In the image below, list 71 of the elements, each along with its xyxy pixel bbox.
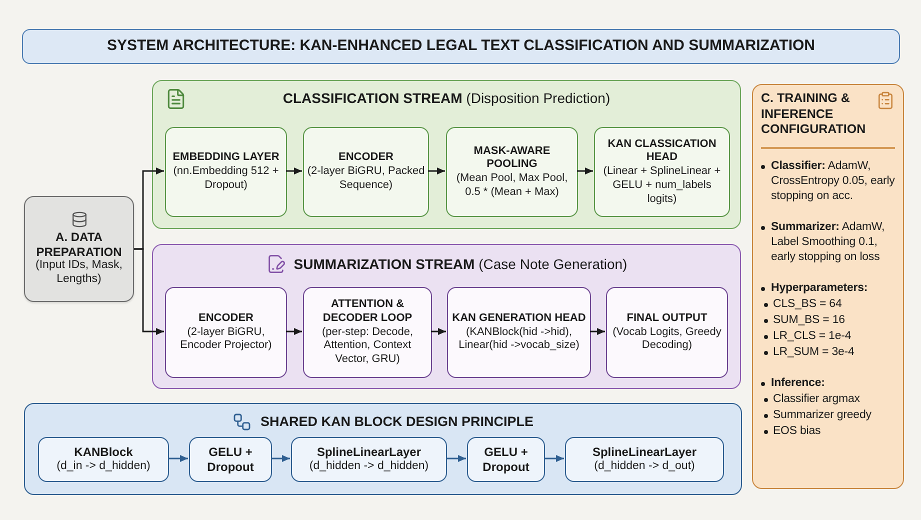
arrow [428, 168, 445, 174]
box-title: KANBlock [74, 445, 133, 460]
box-title: GELU + Dropout [482, 445, 530, 474]
panel-heading: SUMMARIZATION STREAM (Case Note Generation) [294, 256, 628, 272]
box-title: ENCODER [198, 312, 254, 326]
process-box [24, 196, 134, 302]
box-description: (d_hidden -> d_hidden) [309, 460, 429, 474]
box-title: A. DATA PREPARATION [35, 230, 123, 260]
box-title: ENCODER [338, 151, 394, 166]
box-title: KAN CLASSICATION HEAD [606, 138, 718, 166]
box-description: (Input IDs, Mask, Lengths) [34, 259, 124, 287]
process-box [467, 437, 545, 482]
list-item: LR_CLS = 1e-4 [773, 328, 852, 344]
design-panel [24, 403, 742, 495]
arrow [286, 168, 302, 174]
box-description: (per-step: Decode, Attention, Context Vector, GRU) [320, 326, 414, 367]
process-box [594, 127, 730, 217]
list-item: LR_SUM = 3e-4 [773, 344, 856, 360]
process-box [447, 287, 591, 378]
list-item: EOS bias [773, 424, 822, 439]
config-item: Classifier: AdamW, CrossEntropy 0.05, early stopping on acc. [771, 158, 895, 204]
panel-heading: CLASSIFICATION STREAM (Disposition Prediction) [282, 90, 610, 107]
config-item: Summarizer: AdamW, Label Smoothing 0.1, early stopping on loss [771, 220, 886, 265]
box-description: (Linear + SplineLinear + GELU + num_labels logits) [602, 165, 722, 206]
stream-panel [152, 80, 741, 229]
box-description: (d_hidden -> d_out) [594, 460, 695, 474]
box-title: EMBEDDING LAYER [172, 151, 280, 166]
box-title: SplineLinearLayer [316, 445, 422, 460]
process-box [165, 287, 287, 378]
process-box [606, 287, 728, 378]
arrow [577, 168, 593, 174]
box-description: (d_in -> d_hidden) [56, 460, 150, 474]
arrow [134, 248, 164, 335]
process-box [165, 127, 287, 217]
process-box [291, 437, 447, 482]
panel-heading: C. TRAINING & INFERENCE CONFIGURATION [761, 91, 867, 138]
box-title: SplineLinearLayer [592, 445, 697, 460]
stream-panel [152, 244, 741, 389]
box-title: KAN GENERATION HEAD [452, 312, 586, 326]
process-box [189, 437, 272, 482]
arrow [544, 455, 564, 462]
process-box [38, 437, 169, 482]
process-box [565, 437, 724, 482]
list-item: Classifier argmax [773, 392, 861, 407]
config-panel [752, 84, 904, 489]
box-description: (Mean Pool, Max Pool, 0.5 * (Mean + Max) [455, 172, 569, 200]
arrow [431, 328, 446, 335]
config-item: Hyperparameters: [771, 280, 869, 296]
box-description: (nn.Embedding 512 + Dropout) [172, 165, 280, 193]
config-item: Inference: [771, 376, 826, 391]
box-title: MASK-AWARE POOLING [472, 144, 552, 172]
process-box [446, 127, 578, 217]
list-item: Summarizer greedy [773, 408, 872, 423]
arrow [168, 455, 188, 462]
title-banner: SYSTEM ARCHITECTURE: KAN-ENHANCED LEGAL TEXT CLASSIFICATION AND SUMMARIZATION [22, 29, 900, 64]
box-title: FINAL OUTPUT [626, 312, 708, 326]
box-description: (Vocab Logits, Greedy Decoding) [612, 326, 722, 354]
arrow [286, 328, 302, 335]
panel-heading: SHARED KAN BLOCK DESIGN PRINCIPLE [260, 414, 534, 430]
arrow [590, 328, 605, 335]
list-item: SUM_BS = 16 [773, 312, 846, 328]
box-title: ATTENTION & DECODER LOOP [322, 298, 414, 326]
process-box [303, 127, 429, 217]
box-description: (KANBlock(hid ->hid), Linear(hid ->vocab_size) [458, 326, 580, 354]
list-item: CLS_BS = 64 [773, 296, 843, 312]
process-box [303, 287, 432, 378]
arrow [446, 455, 466, 462]
box-description: (2-layer BiGRU, Packed Sequence) [307, 165, 425, 193]
box-title: GELU + Dropout [206, 445, 255, 474]
arrow [271, 455, 290, 462]
box-description: (2-layer BiGRU, Encoder Projector) [179, 326, 273, 354]
